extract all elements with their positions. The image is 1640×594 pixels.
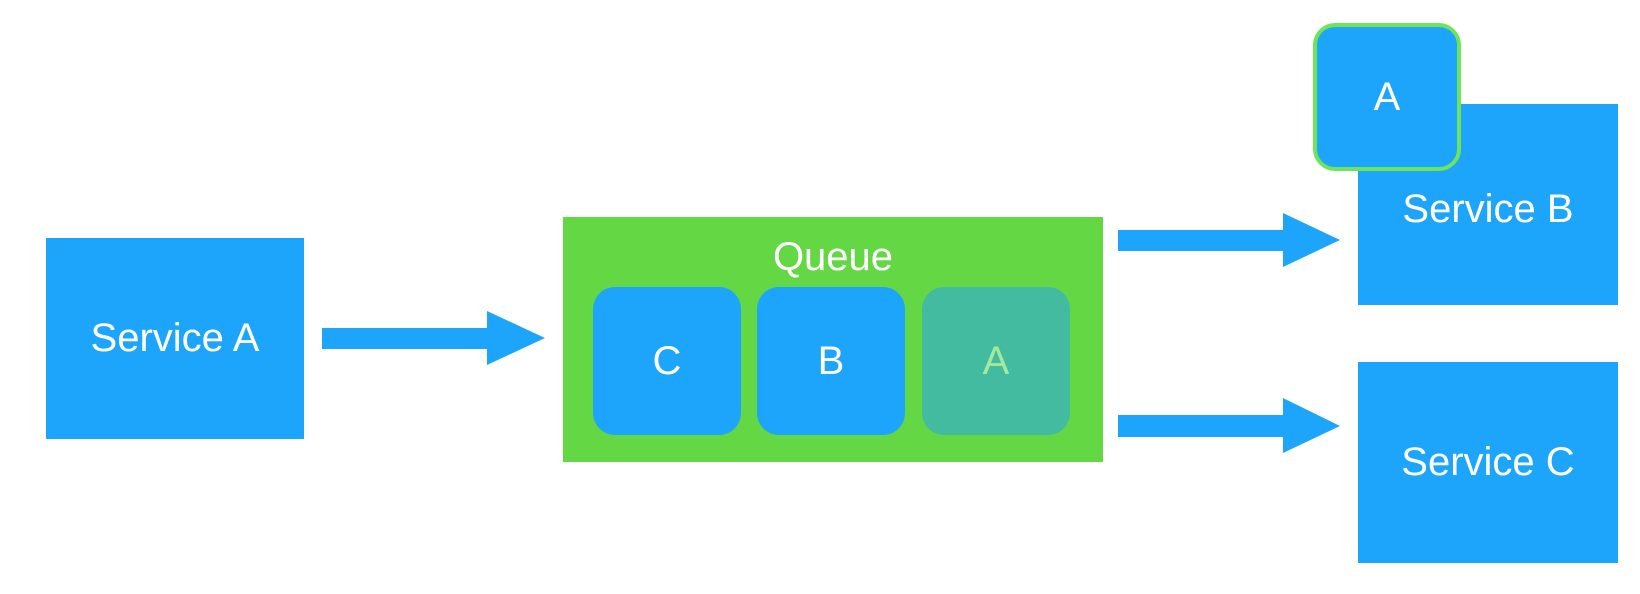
delivered-message-label: A <box>1373 74 1401 119</box>
service-b-label: Service B <box>1402 187 1574 231</box>
queue-message-b: B <box>757 287 905 435</box>
service-c-box: Service C <box>1358 362 1618 563</box>
arrow-service-a-to-queue <box>322 311 545 365</box>
queue-message-c: C <box>593 287 741 435</box>
queue-message-label: A <box>982 338 1010 383</box>
queue-label: Queue <box>772 235 894 279</box>
service-c-label: Service C <box>1401 440 1575 484</box>
service-a-label: Service A <box>90 316 260 360</box>
arrow-queue-to-service-b <box>1118 213 1340 267</box>
queue-box: Queue C B A <box>563 217 1103 462</box>
delivered-message-a: A <box>1313 23 1461 171</box>
arrow-queue-to-service-c <box>1118 398 1340 453</box>
queue-message-a-faded: A <box>922 287 1070 435</box>
queue-message-label: B <box>817 338 845 383</box>
queue-message-label: C <box>652 338 682 383</box>
service-a-box: Service A <box>46 238 304 439</box>
